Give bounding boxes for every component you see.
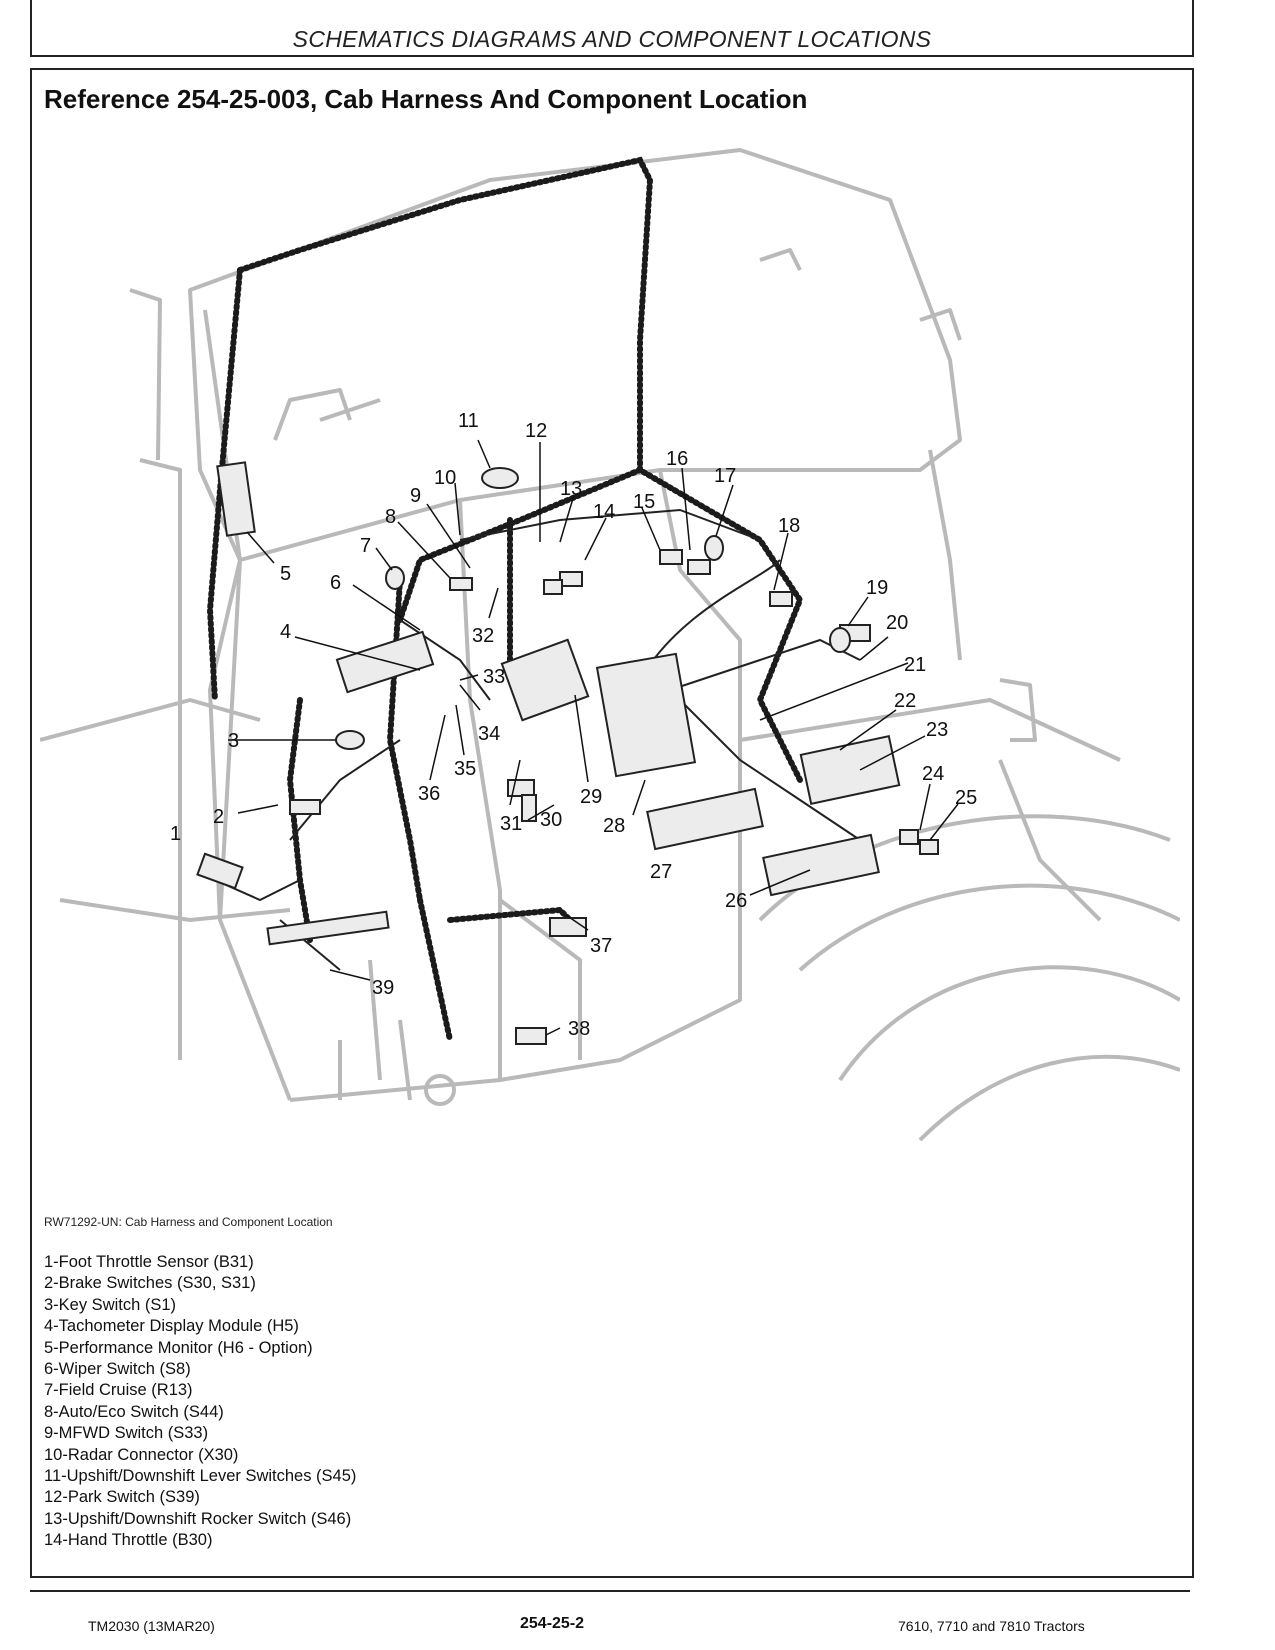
callout-11: 11: [458, 410, 479, 432]
footer-rule: [30, 1590, 1190, 1592]
callout-21: 21: [904, 654, 926, 676]
callout-35: 35: [454, 758, 476, 780]
callout-27: 27: [650, 861, 672, 883]
callout-labels: 1 2 3 4 5 6 7 8 9 10 11 12 13 14 15 16 1…: [170, 410, 977, 1040]
callout-6: 6: [330, 572, 341, 594]
leader-lines: [228, 439, 959, 1036]
callout-24: 24: [922, 763, 944, 785]
components: [196, 461, 939, 1045]
legend-item: 5-Performance Monitor (H6 - Option): [44, 1338, 313, 1357]
callout-36: 36: [418, 783, 440, 805]
legend-item: 3-Key Switch (S1): [44, 1295, 177, 1314]
callout-32: 32: [472, 625, 494, 647]
callout-16: 16: [666, 448, 688, 470]
callout-19: 19: [866, 577, 888, 599]
callout-29: 29: [580, 786, 602, 808]
callout-9: 9: [410, 485, 421, 507]
callout-20: 20: [886, 612, 908, 634]
legend-item: 9-MFWD Switch (S33): [44, 1424, 209, 1443]
header-frame: SCHEMATICS DIAGRAMS AND COMPONENT LOCATI…: [30, 0, 1194, 57]
legend-item: 2-Brake Switches (S30, S31): [44, 1274, 256, 1293]
callout-34: 34: [478, 723, 500, 745]
callout-38: 38: [568, 1018, 590, 1040]
callout-23: 23: [926, 719, 948, 741]
callout-28: 28: [603, 815, 625, 837]
footer-doc-id: TM2030 (13MAR20): [88, 1618, 215, 1634]
legend-item: 14-Hand Throttle (B30): [44, 1531, 213, 1550]
figure-caption: RW71292-UN: Cab Harness and Component Lo…: [44, 1215, 333, 1229]
callout-1: 1: [170, 823, 181, 845]
callout-13: 13: [560, 478, 582, 500]
callout-3: 3: [228, 730, 239, 752]
content-frame: [30, 68, 1194, 1578]
callout-31: 31: [500, 813, 522, 835]
callout-4: 4: [280, 621, 291, 643]
callout-12: 12: [525, 420, 547, 442]
callout-25: 25: [955, 787, 977, 809]
section-title: SCHEMATICS DIAGRAMS AND COMPONENT LOCATI…: [292, 26, 932, 52]
legend-item: 1-Foot Throttle Sensor (B31): [44, 1253, 254, 1271]
legend-item: 7-Field Cruise (R13): [44, 1381, 193, 1400]
footer-page-number: 254-25-2: [520, 1615, 585, 1632]
reference-title: Reference 254-25-003, Cab Harness And Co…: [44, 84, 808, 114]
legend-item: 4-Tachometer Display Module (H5): [44, 1317, 299, 1336]
cab-outline: [40, 148, 1180, 1142]
footer-models: 7610, 7710 and 7810 Tractors: [898, 1618, 1085, 1634]
component-legend: 1-Foot Throttle Sensor (B31) 2-Brake Swi…: [44, 1252, 356, 1552]
callout-14: 14: [593, 501, 615, 523]
callout-5: 5: [280, 563, 291, 585]
legend-item: 12-Park Switch (S39): [44, 1488, 200, 1507]
legend-item: 6-Wiper Switch (S8): [44, 1360, 191, 1379]
cab-harness-diagram: 1 2 3 4 5 6 7 8 9 10 11 12 13 14 15 16 1…: [40, 148, 1180, 1142]
callout-26: 26: [725, 890, 747, 912]
callout-15: 15: [633, 491, 655, 513]
callout-18: 18: [778, 515, 800, 537]
callout-8: 8: [385, 506, 396, 528]
callout-30: 30: [540, 809, 562, 831]
callout-33: 33: [483, 666, 505, 688]
legend-item: 13-Upshift/Downshift Rocker Switch (S46): [44, 1509, 352, 1528]
callout-10: 10: [434, 467, 456, 489]
legend-item: 8-Auto/Eco Switch (S44): [44, 1402, 224, 1421]
callout-2: 2: [213, 806, 224, 828]
callout-39: 39: [372, 977, 394, 999]
callout-37: 37: [590, 935, 612, 957]
legend-item: 10-Radar Connector (X30): [44, 1445, 239, 1464]
callout-22: 22: [894, 690, 916, 712]
legend-item: 11-Upshift/Downshift Lever Switches (S45…: [44, 1467, 357, 1486]
callout-7: 7: [360, 535, 371, 557]
harness-wiring: [206, 156, 804, 1043]
callout-17: 17: [714, 465, 736, 487]
